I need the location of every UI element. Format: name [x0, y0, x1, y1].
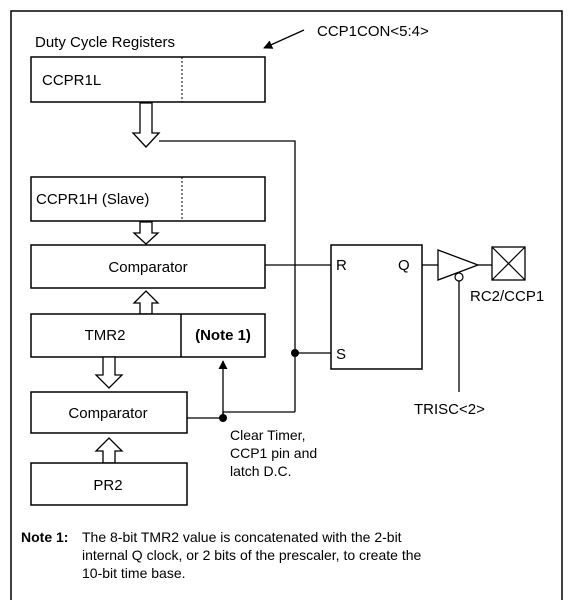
pr2-label: PR2 [93, 477, 122, 494]
diagram-title: Duty Cycle Registers [35, 34, 175, 51]
comparator-top-label: Comparator [108, 259, 187, 276]
note1-ref: (Note 1) [195, 327, 251, 344]
note-line-2: internal Q clock, or 2 bits of the presc… [82, 547, 421, 563]
clear-timer-line-1: Clear Timer, [230, 427, 305, 443]
latch-q-label: Q [398, 257, 410, 274]
trisc-label: TRISC<2> [414, 401, 485, 418]
tristate-enable-bubble [454, 272, 464, 282]
sr-latch [330, 244, 423, 370]
reset-feedback-line [159, 140, 296, 412]
pr2-register [30, 462, 188, 506]
tmr2-to-comparator2-arrow [94, 356, 124, 389]
output-buffer [437, 249, 480, 281]
ccpr1h-to-comparator-arrow [132, 221, 160, 245]
pin-label: RC2/CCP1 [470, 288, 544, 305]
latch-s-label: S [336, 346, 346, 363]
tmr2-register [30, 313, 266, 358]
comparator-bottom-label: Comparator [68, 405, 147, 422]
pr2-to-comparator-arrow [94, 437, 124, 464]
junction-dot-clear [219, 414, 227, 422]
ccpr1h-register [30, 176, 266, 222]
note-line-3: 10-bit time base. [82, 565, 186, 581]
ccp1con-pointer [263, 29, 305, 49]
clear-timer-line-3: latch D.C. [230, 463, 291, 479]
comparator-top [30, 244, 266, 289]
tmr2-label: TMR2 [85, 327, 126, 344]
note-line-1: The 8-bit TMR2 value is concatenated wit… [82, 529, 402, 545]
junction-dot-set [291, 349, 299, 357]
clear-timer-line-2: CCP1 pin and [230, 445, 317, 461]
ccpr1l-label: CCPR1L [42, 72, 101, 89]
tmr2-to-comparator-arrow [132, 290, 160, 315]
load-arrow [131, 102, 161, 148]
latch-r-label: R [336, 257, 347, 274]
ccpr1h-label: CCPR1H (Slave) [36, 191, 149, 208]
note-label: Note 1: [21, 529, 68, 545]
figure-frame [10, 10, 563, 600]
comparator-bottom [30, 391, 188, 434]
ccpr1l-register [30, 56, 266, 103]
ccp1con-label: CCP1CON<5:4> [317, 23, 429, 40]
pin-x-2 [491, 246, 526, 281]
